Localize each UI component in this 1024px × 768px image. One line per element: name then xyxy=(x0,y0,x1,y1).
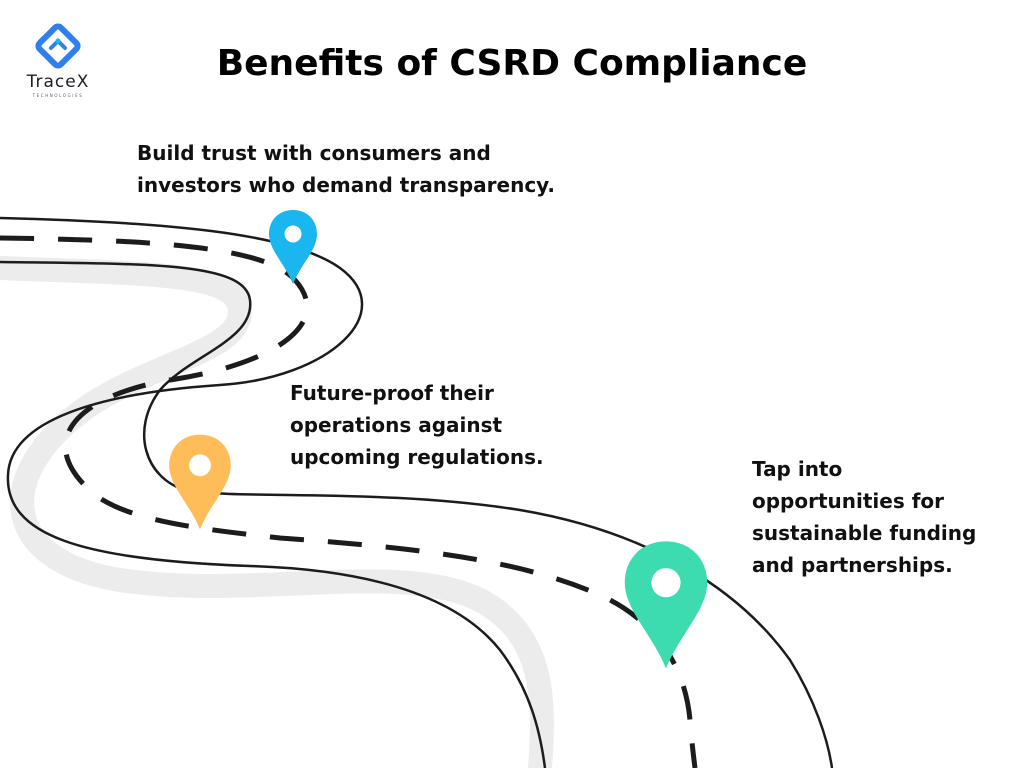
map-pin-icon xyxy=(269,210,317,284)
page-title: Benefits of CSRD Compliance xyxy=(216,43,808,84)
benefit-text-trust: Build trust with consumers and investors… xyxy=(137,137,555,201)
benefit-line: Build trust with consumers and xyxy=(137,141,491,165)
brand-tagline: TECHNOLOGIES xyxy=(32,93,84,98)
benefit-text-funding: Tap into opportunities for sustainable f… xyxy=(752,453,976,581)
benefit-line: operations against xyxy=(290,413,503,437)
road-edge-outer xyxy=(0,216,547,768)
tracex-logo: TraceX TECHNOLOGIES xyxy=(12,22,104,102)
benefit-line: opportunities for xyxy=(752,489,945,513)
benefit-text-future-proof: Future-proof their operations against up… xyxy=(290,377,544,473)
brand-name: TraceX xyxy=(26,72,90,92)
road-edge-inner xyxy=(0,260,834,768)
benefit-line: Future-proof their xyxy=(290,381,494,405)
road-shadow xyxy=(0,256,554,768)
benefit-line: sustainable funding xyxy=(752,521,977,545)
benefit-line: and partnerships. xyxy=(752,553,953,577)
benefit-line: Tap into xyxy=(752,457,843,481)
tracex-logo-icon xyxy=(35,23,81,69)
map-pin-icon xyxy=(624,541,708,669)
road-center-line xyxy=(0,235,698,768)
benefit-line: upcoming regulations. xyxy=(290,445,544,469)
map-pin-icon xyxy=(169,434,231,530)
benefit-line: investors who demand transparency. xyxy=(137,173,555,197)
